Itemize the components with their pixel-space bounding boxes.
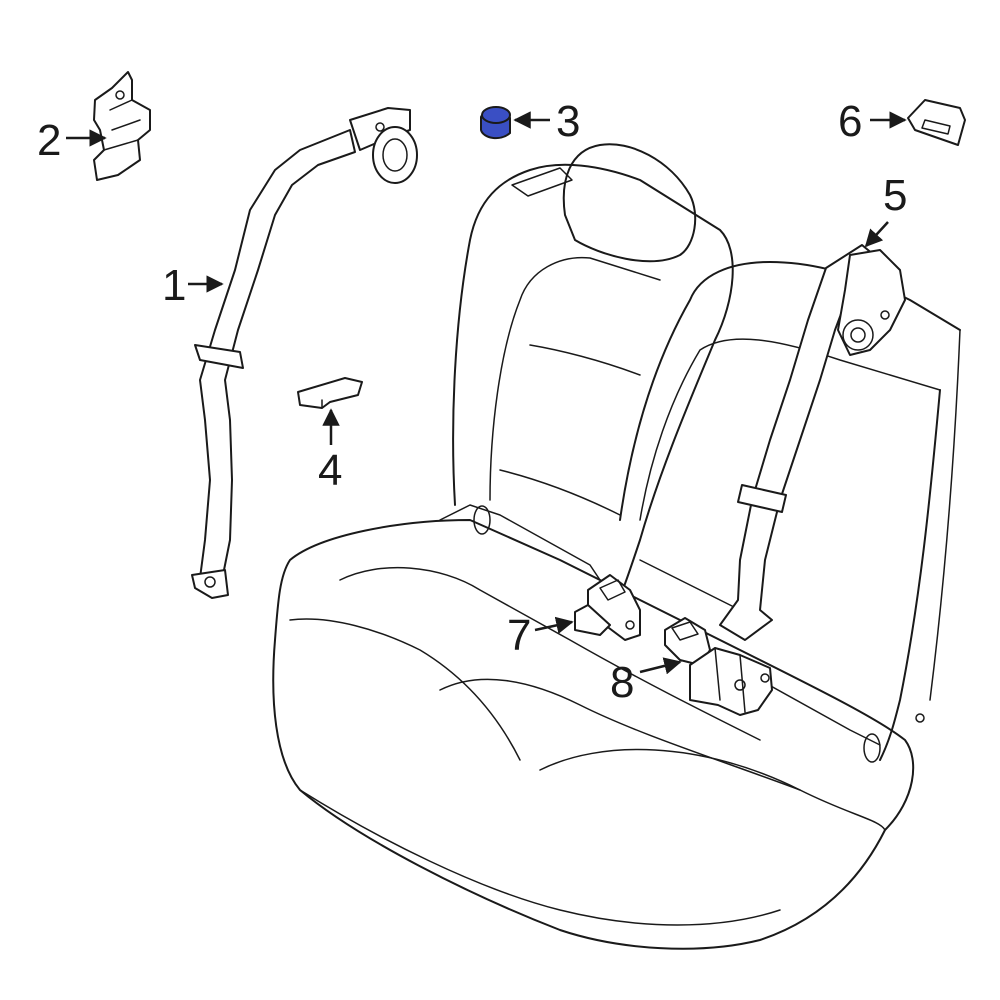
cushion-seam-right [539,748,886,831]
belt-anchor-hole-left [204,576,216,588]
callout-5: 5 [864,171,907,248]
part-6-bezel [907,99,966,146]
callout-label-8: 8 [610,658,634,707]
buckle-plate-detail-8 [714,647,746,713]
belt-anchor-left [191,569,229,599]
callout-6: 6 [838,97,907,146]
buckle-slot-7 [599,579,626,601]
callout-label-2: 2 [37,116,61,165]
bracket-hole [115,90,125,100]
cap-top [481,106,511,124]
seat-back-right-edge [929,329,961,701]
cushion-front-edge [299,789,781,926]
cover-body [297,377,363,409]
callout-2: 2 [37,116,107,165]
callout-7: 7 [507,611,574,660]
buckle-bolt-8b [760,673,770,683]
callout-label-4: 4 [318,446,342,495]
seat-hole [915,713,925,723]
seat-anchor-left [473,505,491,535]
part-4-cover [297,377,363,409]
callout-arrow-7 [534,616,574,634]
cushion-seam-mid [439,678,801,791]
seat-back-left-inner [489,256,661,501]
seat-anchor-right [863,733,881,763]
callout-label-1: 1 [162,261,186,310]
buckle-slot-8 [671,621,699,641]
buckle-tab-7 [574,604,611,636]
part-7-buckle [574,574,641,641]
seat-back-right-side [879,389,941,761]
headrest-left-guide [511,167,573,197]
seat-back-left-panel [529,344,641,376]
retractor-spool-left [372,126,418,184]
callout-4: 4 [318,408,342,495]
retractor-spool-right [842,319,874,351]
buckle-plate-8 [689,647,773,716]
belt-slider-left [194,344,244,369]
seat-back-left-lower [499,469,621,516]
seat-crease-right [759,679,881,746]
bracket-detail [103,99,141,151]
seat-back-left [452,163,734,621]
retractor-left [349,107,411,151]
callout-8: 8 [610,657,682,707]
seat-crease-left [439,504,601,581]
seat-back-right-inner [639,338,941,521]
callout-arrow-8 [639,657,682,675]
buckle-bolt-8 [734,679,746,691]
part-2-bracket [93,71,151,181]
retractor-right [837,249,906,356]
callout-label-3: 3 [556,97,580,146]
callout-label-5: 5 [883,171,907,220]
callout-label-7: 7 [507,611,531,660]
belt-webbing-right [719,244,881,641]
retractor-bolt-right [880,310,890,320]
retractor-spool-inner-left [382,138,408,172]
bezel-slot [921,119,951,135]
seat-cushion [272,519,915,950]
part-3-cap [480,106,511,140]
cushion-seam-left [339,566,761,741]
part-5-seat-belt-right [719,244,906,641]
cushion-seam-front [289,618,521,761]
callout-1: 1 [162,261,224,310]
callout-label-6: 6 [838,97,862,146]
belt-slider-right [737,484,787,513]
callout-3: 3 [513,97,580,146]
callout-arrow-5 [864,221,889,248]
part-1-seat-belt-left [191,107,418,599]
rear-seat [272,143,961,950]
buckle-bolt-7 [625,620,635,630]
part-8-buckle-assembly [664,617,773,716]
headrest-left [562,143,697,263]
retractor-spool-inner-right [850,327,866,343]
retractor-bolt-left [375,122,385,132]
